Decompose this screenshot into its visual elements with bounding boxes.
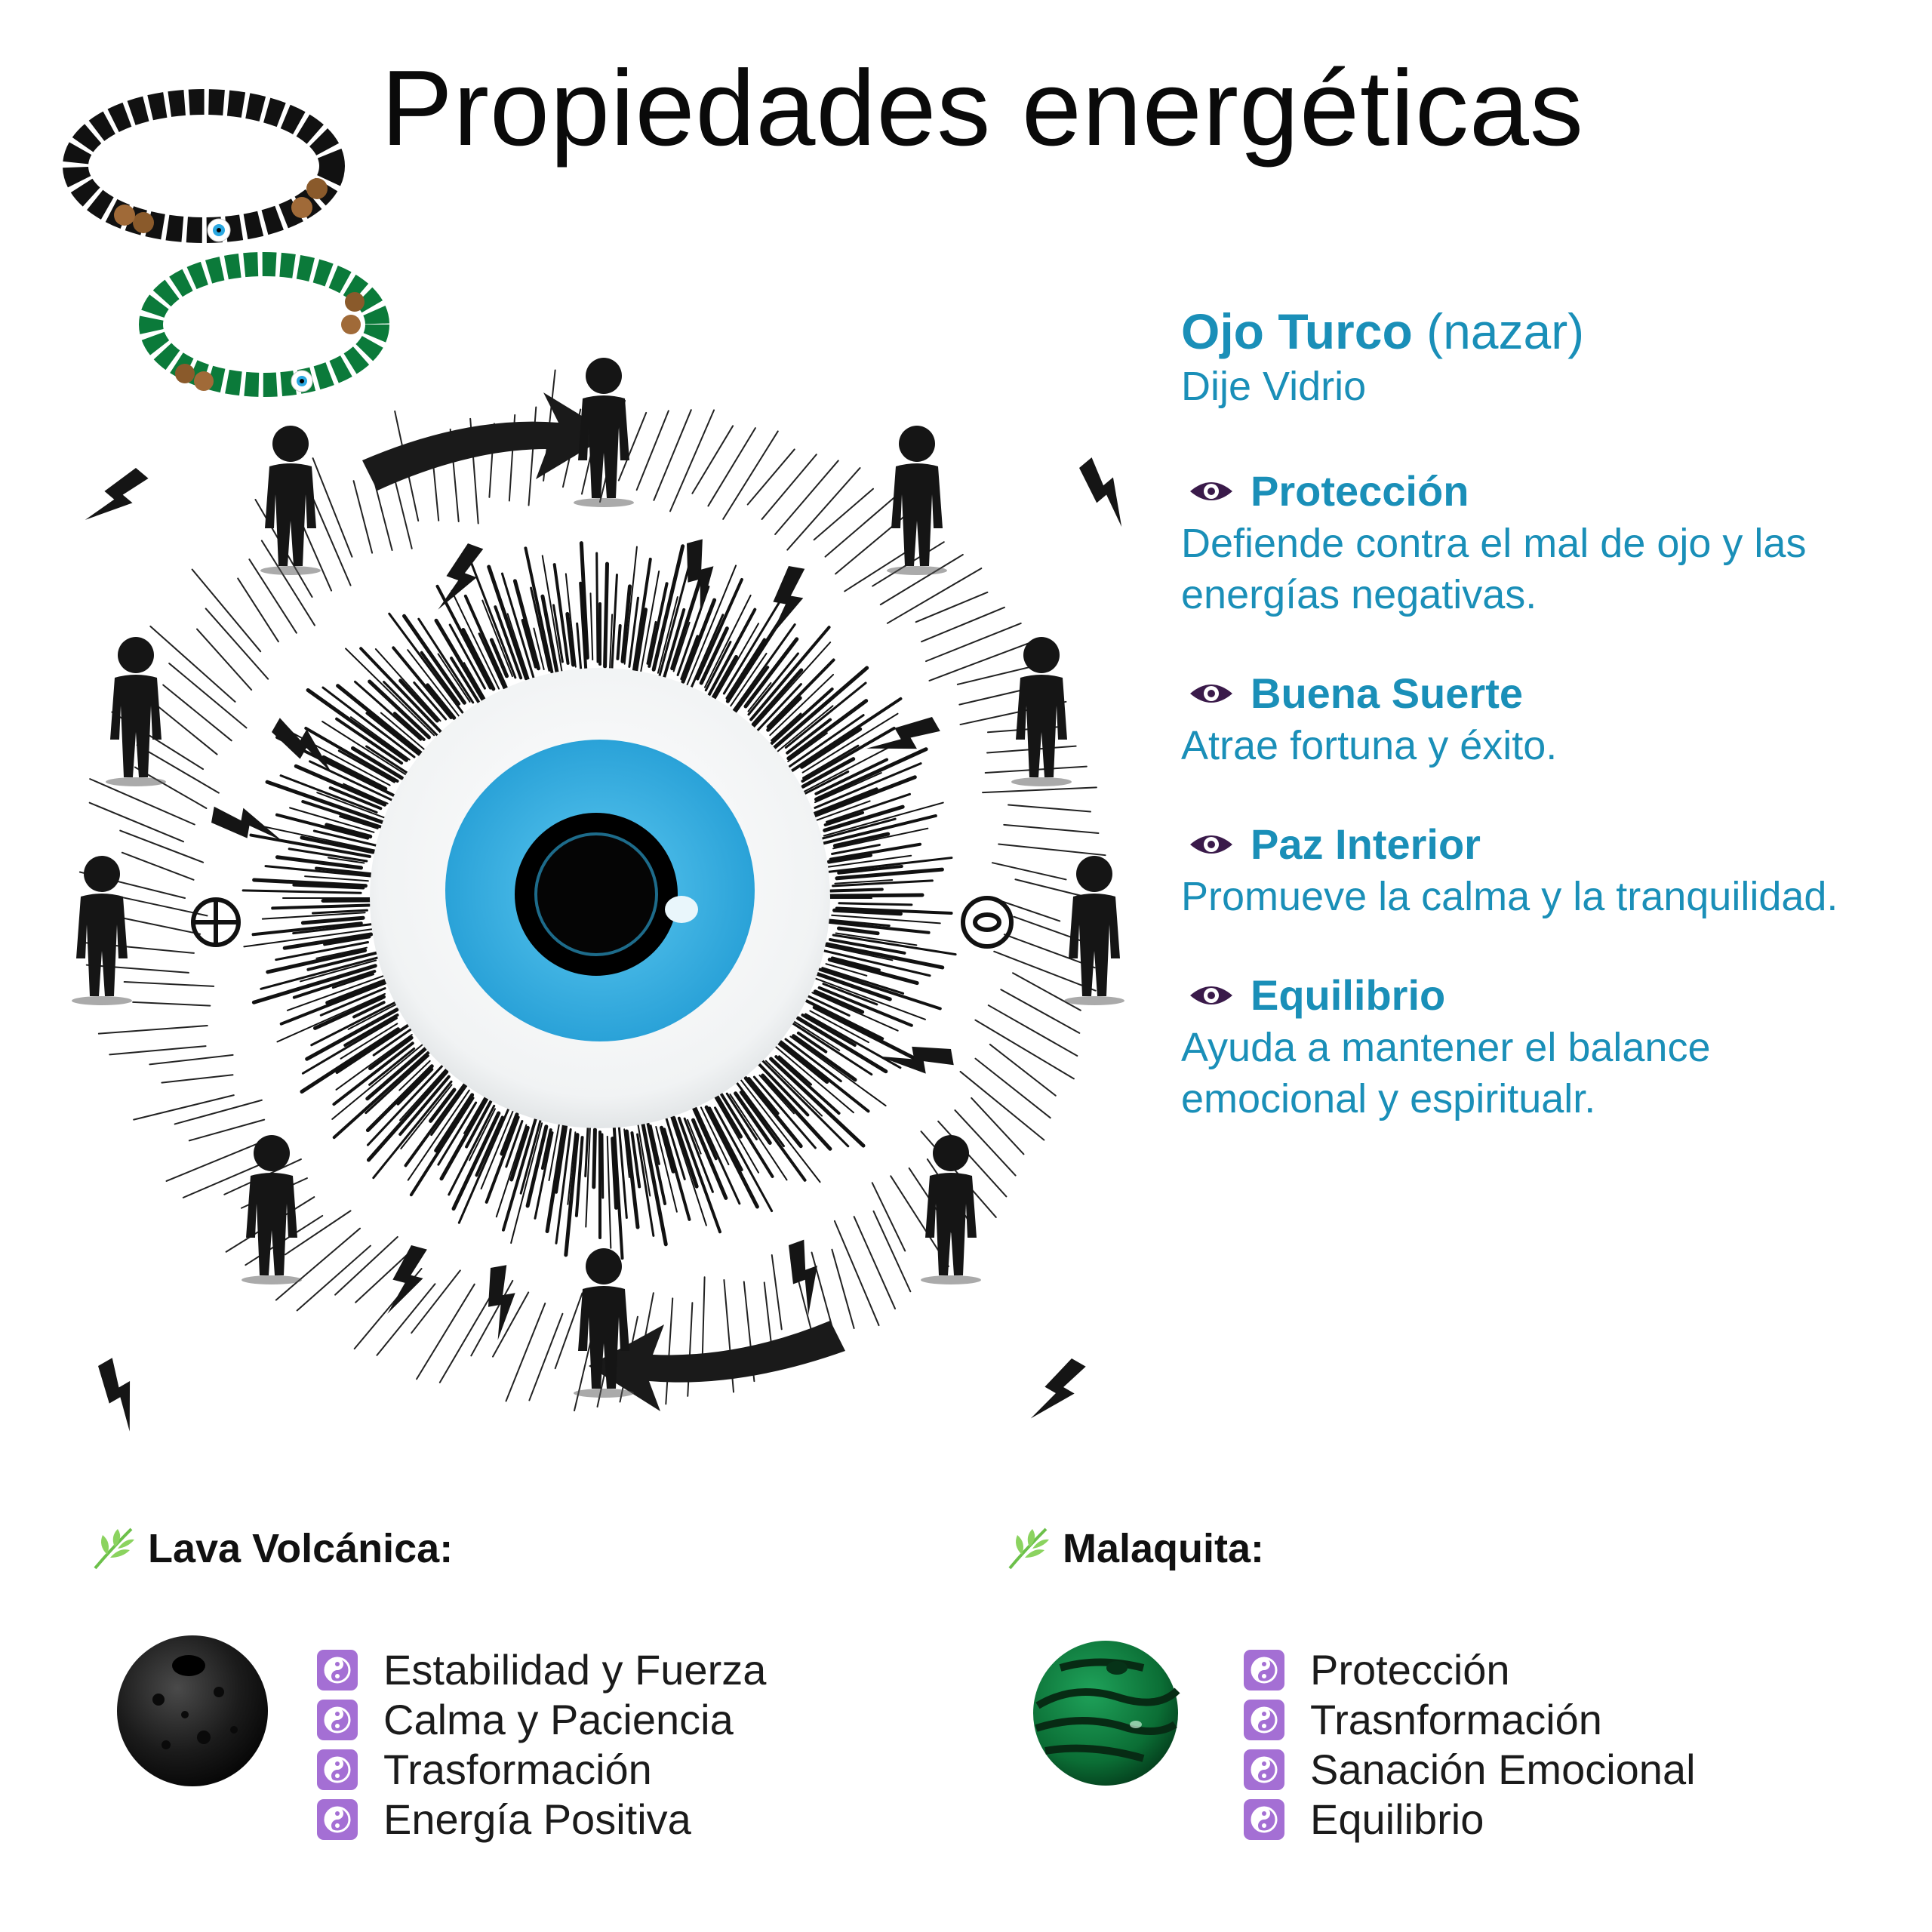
property-item: Paz Interior Promueve la calma y la tran… — [1181, 818, 1906, 922]
yin-yang-icon — [317, 1749, 358, 1790]
property-item: Buena Suerte Atrae fortuna y éxito. — [1181, 667, 1906, 771]
eye-icon — [1190, 835, 1232, 854]
property-description: Atrae fortuna y éxito. — [1181, 723, 1558, 768]
list-item: Estabilidad y Fuerza — [317, 1645, 766, 1695]
list-item: Energía Positiva — [317, 1795, 766, 1844]
property-item: Protección Defiende contra el mal de ojo… — [1181, 465, 1906, 620]
property-item: Equilibrio Ayuda a mantener el balance e… — [1181, 969, 1906, 1124]
leaf-icon — [1008, 1527, 1049, 1570]
malaquita-section: Malaquita: — [1004, 1524, 1264, 1573]
list-item: Calma y Paciencia — [317, 1695, 766, 1745]
list-item: Trasnformación — [1244, 1695, 1696, 1745]
eye-icon — [1190, 685, 1232, 703]
property-title: Protección — [1251, 467, 1469, 515]
list-item: Equilibrio — [1244, 1795, 1696, 1844]
property-title: Buena Suerte — [1251, 669, 1523, 717]
yin-yang-icon — [317, 1799, 358, 1840]
list-item: Protección — [1244, 1645, 1696, 1695]
yin-yang-icon — [1244, 1749, 1284, 1790]
malachite-bead-image — [1033, 1641, 1180, 1786]
list-item: Trasformación — [317, 1745, 766, 1795]
yin-yang-icon — [317, 1650, 358, 1690]
nazar-info: Ojo Turco (nazar) Dije Vidrio Protección… — [1181, 302, 1906, 1124]
bracelets-image — [63, 89, 389, 397]
yin-yang-icon — [1244, 1700, 1284, 1740]
property-description: Ayuda a mantener el balance emocional y … — [1181, 1025, 1711, 1121]
lava-section: Lava Volcánica: — [89, 1524, 453, 1573]
nazar-heading: Ojo Turco (nazar) — [1181, 302, 1906, 361]
yin-yang-icon — [317, 1700, 358, 1740]
nazar-material: Dije Vidrio — [1181, 364, 1367, 409]
yin-yang-icon — [1244, 1799, 1284, 1840]
property-description: Promueve la calma y la tranquilidad. — [1181, 874, 1838, 919]
leaf-icon — [94, 1527, 134, 1570]
property-title: Paz Interior — [1251, 820, 1481, 868]
malaquita-properties-list: Protección Trasnformación Sanación Emoci… — [1244, 1645, 1696, 1844]
list-item: Sanación Emocional — [1244, 1745, 1696, 1795]
malaquita-title: Malaquita: — [1063, 1526, 1265, 1571]
lava-title: Lava Volcánica: — [148, 1526, 454, 1571]
yin-yang-icon — [1244, 1650, 1284, 1690]
lava-bead-image — [117, 1635, 268, 1786]
eye-icon — [1190, 482, 1232, 500]
property-title: Equilibrio — [1251, 971, 1446, 1019]
nazar-name: Ojo Turco — [1181, 303, 1413, 359]
eye-icon — [1190, 986, 1232, 1004]
nazar-name-suffix: (nazar) — [1426, 303, 1585, 359]
lava-properties-list: Estabilidad y Fuerza Calma y Paciencia T… — [317, 1645, 766, 1844]
property-description: Defiende contra el mal de ojo y las ener… — [1181, 521, 1807, 617]
page-title: Propiedades energéticas — [381, 48, 1584, 168]
evil-eye-illustration — [72, 358, 1124, 1432]
